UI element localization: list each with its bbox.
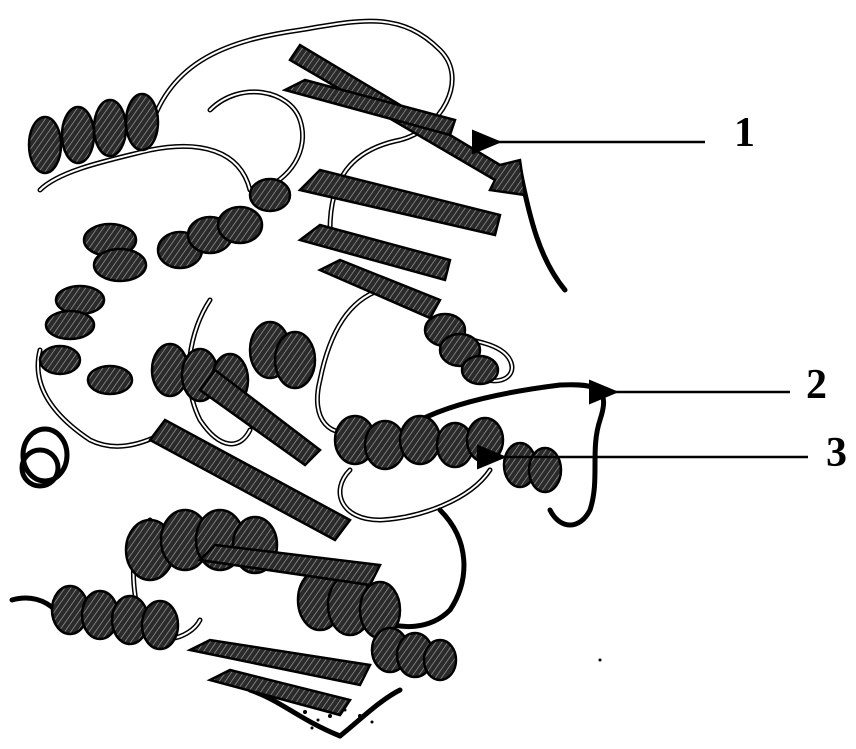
helix-bottom-right — [372, 628, 456, 680]
helix-bottom-left — [52, 586, 178, 649]
alpha-helices — [22, 94, 561, 680]
helix-right-upper — [425, 314, 498, 384]
helix-left-middle — [40, 346, 132, 394]
label-2: 2 — [806, 364, 827, 406]
helix-top-left — [29, 94, 158, 173]
helix-lower-left — [126, 510, 277, 580]
helix-left-lower — [22, 429, 67, 486]
label-3: 3 — [826, 432, 847, 474]
helix-upper-center — [158, 179, 290, 268]
helix-left-upper — [46, 224, 146, 339]
label-1: 1 — [734, 112, 755, 154]
helix-right-middle — [335, 416, 561, 492]
label-arrows — [497, 142, 808, 457]
beta-strand-lower-1 — [200, 545, 380, 585]
